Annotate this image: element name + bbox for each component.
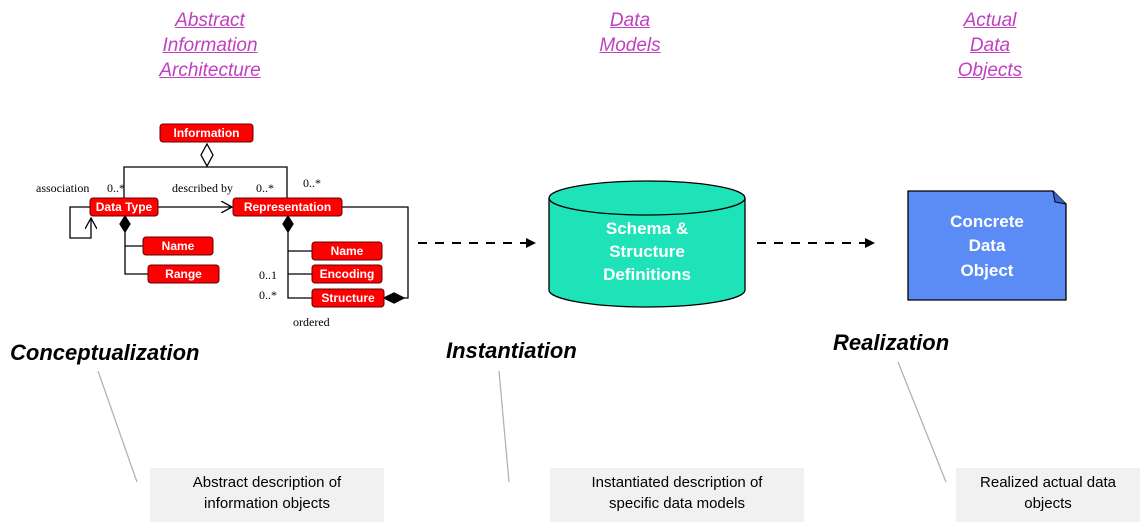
note-line: Realized actual data [980, 474, 1116, 491]
uml-box-structure: Structure [311, 288, 385, 308]
uml-label: Name [331, 244, 364, 258]
phase-realization: Realization [833, 330, 950, 355]
note-abstract-description: Abstract description of information obje… [150, 468, 384, 522]
cylinder-line: Definitions [603, 265, 691, 284]
uml-label: Structure [321, 291, 375, 305]
callout-line-3 [897, 361, 947, 483]
described-by-label: described by [172, 181, 233, 195]
uml-box-data-type: Data Type [89, 197, 159, 217]
uml-label: Encoding [320, 267, 375, 281]
callout-line-1 [97, 370, 138, 483]
uml-label: Range [165, 267, 202, 281]
multiplicity-label: 0..* [256, 181, 274, 195]
document-line: Object [961, 261, 1014, 280]
cylinder-line: Schema & [606, 219, 688, 238]
uml-box-name-representation: Name [311, 241, 383, 261]
note-line: Instantiated description of [591, 474, 763, 491]
note-line: Abstract description of [192, 474, 342, 491]
uml-box-information: Information [159, 123, 254, 143]
ordered-label: ordered [293, 315, 330, 329]
multiplicity-label: 0..* [259, 288, 277, 302]
header-line: Architecture [159, 60, 261, 81]
header-line: Objects [957, 60, 1023, 81]
document-line: Concrete [950, 212, 1024, 231]
header-abstract-information-architecture: Abstract Information Architecture [120, 8, 300, 83]
uml-box-representation: Representation [232, 197, 343, 217]
note-line: specific data models [609, 495, 745, 512]
header-line: Models [599, 35, 661, 56]
cylinder-line: Structure [609, 242, 685, 261]
phase-conceptualization: Conceptualization [10, 340, 200, 365]
uml-connectors [69, 142, 409, 304]
uml-label: Data Type [96, 200, 153, 214]
multiplicity-label: 0..* [107, 181, 125, 195]
multiplicity-label: 0..1 [259, 268, 277, 282]
uml-label: Representation [244, 200, 331, 214]
header-line: Data [969, 35, 1011, 56]
callout-line-2 [498, 370, 510, 483]
concrete-data-object-document: Concrete Data Object [907, 190, 1067, 301]
note-realized-description: Realized actual data objects [956, 468, 1140, 522]
uml-box-encoding: Encoding [311, 264, 383, 284]
header-data-models: Data Models [580, 8, 680, 58]
note-line: information objects [204, 495, 330, 512]
association-label: association [36, 181, 89, 195]
phase-instantiation: Instantiation [446, 338, 577, 363]
note-line: objects [1024, 495, 1072, 512]
uml-box-range: Range [147, 264, 220, 284]
note-instantiated-description: Instantiated description of specific dat… [550, 468, 804, 522]
uml-label: Name [162, 239, 195, 253]
header-line: Data [609, 10, 651, 31]
header-line: Actual [963, 10, 1017, 31]
document-line: Data [969, 236, 1006, 255]
uml-label: Information [174, 126, 240, 140]
uml-box-name-datatype: Name [142, 236, 214, 256]
header-line: Information [162, 35, 258, 56]
header-line: Abstract [175, 10, 245, 31]
header-actual-data-objects: Actual Data Objects [930, 8, 1050, 83]
multiplicity-label: 0..* [303, 176, 321, 190]
schema-cylinder: Schema & Structure Definitions [548, 180, 746, 308]
